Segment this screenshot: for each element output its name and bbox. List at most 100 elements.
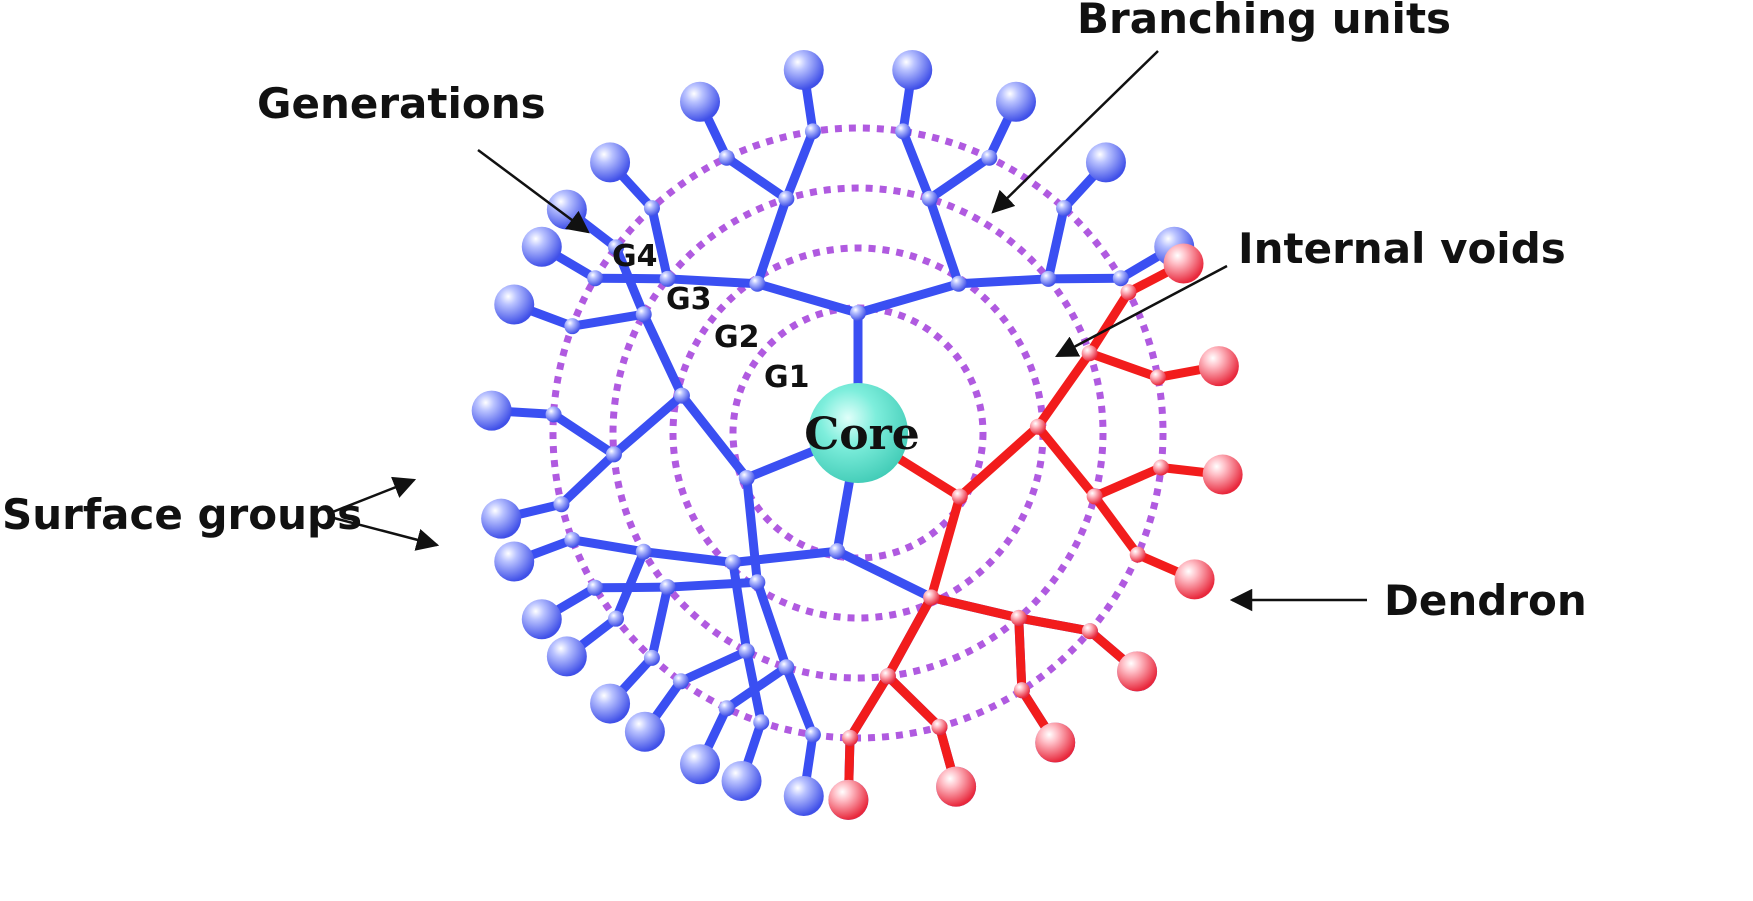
bond (556, 449, 619, 509)
bond (752, 194, 791, 289)
bond (781, 126, 818, 204)
branching-unit-node (659, 579, 676, 596)
branching-unit-node (850, 305, 866, 321)
branching-unit-node (1153, 459, 1170, 476)
bond (853, 279, 964, 318)
label-dendron: Dendron (1384, 576, 1587, 625)
surface-group-sphere (892, 50, 933, 91)
branching-unit-node (1149, 369, 1166, 386)
branching-unit-node (753, 714, 770, 731)
bond (647, 582, 673, 663)
bond (609, 391, 687, 459)
branching-unit-node (895, 123, 912, 140)
branching-unit-node (879, 668, 896, 685)
bond-core (832, 472, 855, 556)
surface-group-sphere (590, 683, 631, 724)
arrow-surface-groups-lower (329, 515, 440, 551)
bond (955, 422, 1043, 502)
bond (883, 671, 945, 732)
generation-label-g2: G2 (714, 320, 760, 355)
surface-group-sphere (494, 541, 535, 582)
generation-label-g4: G4 (612, 239, 658, 274)
bond (1090, 463, 1166, 501)
surface-group-sphere (494, 284, 535, 325)
surface-group-sphere (1174, 559, 1215, 600)
surface-group-sphere (1035, 722, 1076, 763)
surface-group-sphere (1085, 142, 1126, 183)
surface-group-sphere (828, 779, 869, 820)
bond (845, 671, 893, 743)
surface-group-sphere (721, 761, 762, 802)
bond (781, 662, 818, 740)
branching-unit-node (587, 579, 604, 596)
branching-unit-node (643, 200, 660, 217)
branching-units (545, 123, 1170, 746)
bond (1033, 348, 1095, 432)
branching-unit-node (804, 123, 821, 140)
arrow-generations (477, 148, 590, 234)
branching-unit-node (738, 469, 755, 486)
surface-group-sphere (521, 599, 562, 640)
bond (663, 577, 762, 592)
bond (883, 592, 936, 681)
bond-core (891, 452, 965, 502)
surface-group-sphere (521, 226, 562, 267)
bond (752, 577, 791, 672)
branching-unit-node (804, 726, 821, 743)
branching-unit-node (587, 270, 604, 287)
surface-groups-spheres (471, 50, 1243, 820)
surface-group-sphere (1202, 454, 1243, 495)
branching-unit-node (1120, 284, 1137, 301)
bond (663, 274, 762, 289)
core-sphere (808, 383, 908, 483)
label-internal-voids: Internal voids (1238, 224, 1566, 273)
branching-unit-node (951, 488, 968, 505)
branching-unit-node (1040, 270, 1057, 287)
branching-unit-node (672, 673, 689, 690)
bond (647, 203, 673, 284)
surface-group-sphere (680, 81, 721, 122)
bond (611, 242, 649, 319)
bond (1043, 273, 1126, 284)
branching-unit-node (1056, 200, 1073, 217)
bond (549, 409, 619, 459)
branching-unit-node (778, 659, 795, 676)
bond (639, 309, 687, 401)
bond (925, 194, 964, 289)
surface-group-sphere (1198, 346, 1239, 387)
generation-ring-3 (609, 184, 1107, 682)
surface-group-sphere (481, 498, 522, 539)
bond (925, 153, 994, 204)
branching-unit-node (564, 318, 581, 335)
surface-group-sphere (1117, 651, 1158, 692)
bond (1033, 422, 1100, 501)
bond (742, 646, 766, 727)
label-surface-groups: Surface groups (2, 490, 362, 539)
branching-unit-node (1013, 682, 1030, 699)
branching-unit-node (738, 643, 755, 660)
branching-unit-node (635, 306, 652, 323)
bond (832, 546, 936, 602)
branching-unit-node (608, 239, 625, 256)
bond (728, 546, 842, 567)
core: Core (804, 383, 920, 483)
branching-unit-node (1081, 623, 1098, 640)
branching-unit-node (921, 190, 938, 207)
branching-unit-node (749, 275, 766, 292)
surface-group-sphere (783, 50, 824, 91)
branching-unit-node (673, 387, 690, 404)
bond (898, 126, 935, 204)
bond (926, 592, 1024, 623)
branching-unit-node (1129, 546, 1146, 563)
surface-group-sphere (1163, 243, 1204, 284)
surface-group-sphere (546, 636, 587, 677)
branching-unit-node (931, 718, 948, 735)
bond (1090, 491, 1143, 560)
branching-unit-node (1029, 418, 1046, 435)
surface-group-sphere (590, 142, 631, 183)
arrow-branching-units (991, 50, 1159, 214)
branching-unit-node (1086, 488, 1103, 505)
bond (676, 646, 752, 686)
